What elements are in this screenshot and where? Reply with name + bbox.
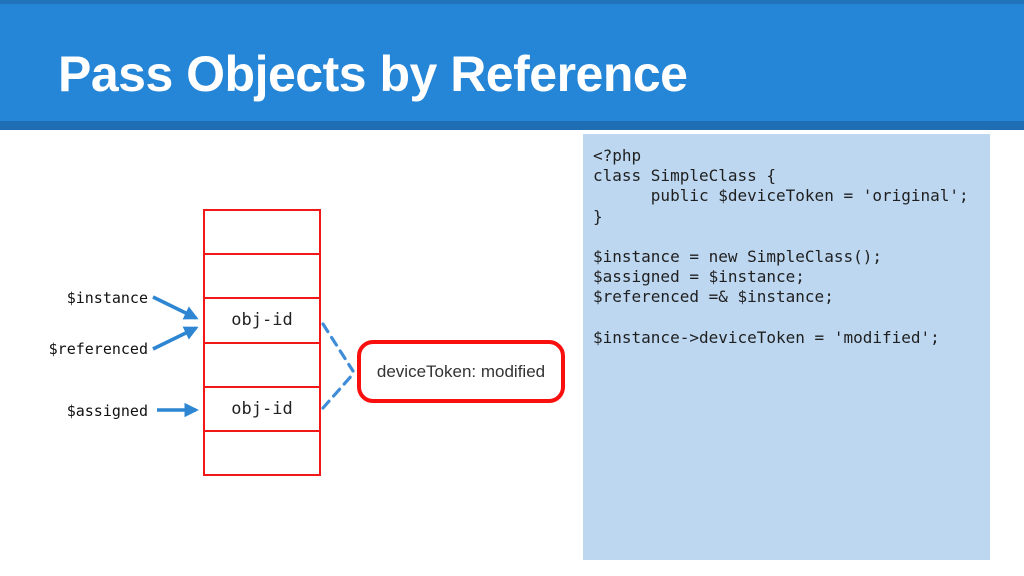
label-assigned-variable: $assigned xyxy=(66,402,148,420)
arrow-instance xyxy=(152,295,199,320)
memory-cell-4 xyxy=(205,341,319,386)
memory-cell-6 xyxy=(205,429,319,474)
dashed-link-top xyxy=(321,322,355,373)
code-line-2: class SimpleClass { xyxy=(593,166,777,186)
code-line-9 xyxy=(593,308,984,328)
code-line-5 xyxy=(593,227,984,247)
code-line-8: $referenced =& $instance; xyxy=(593,287,834,307)
arrow-referenced xyxy=(152,326,199,351)
device-token-bubble: deviceToken: modified xyxy=(357,340,565,403)
memory-cell-1 xyxy=(205,211,319,253)
code-line-3: public $deviceToken = 'original'; xyxy=(593,186,969,206)
code-line-1: <?php xyxy=(593,146,642,165)
code-line-4: } xyxy=(593,206,603,226)
memory-cell-2 xyxy=(205,253,319,297)
dashed-link-bottom xyxy=(321,372,355,410)
memory-cell-3-obj-id: obj-id xyxy=(205,297,319,341)
slide-title: Pass Objects by Reference xyxy=(58,46,688,102)
slide-header: Pass Objects by Reference xyxy=(0,0,1024,121)
php-code-block: <?php class SimpleClass { public $device… xyxy=(583,134,990,560)
memory-cell-5-obj-id: obj-id xyxy=(205,385,319,430)
code-line-6: $instance = new SimpleClass(); xyxy=(593,247,882,266)
label-instance-variable: $instance xyxy=(66,289,148,307)
header-top-accent-bar xyxy=(0,0,1024,4)
code-line-7: $assigned = $instance; xyxy=(593,267,805,287)
label-referenced-variable: $referenced xyxy=(48,340,148,358)
device-token-bubble-text: deviceToken: modified xyxy=(376,361,546,381)
memory-stack: obj-id obj-id xyxy=(203,209,321,476)
header-bottom-accent-bar xyxy=(0,121,1024,130)
code-line-10: $instance->deviceToken = 'modified'; xyxy=(593,327,940,347)
